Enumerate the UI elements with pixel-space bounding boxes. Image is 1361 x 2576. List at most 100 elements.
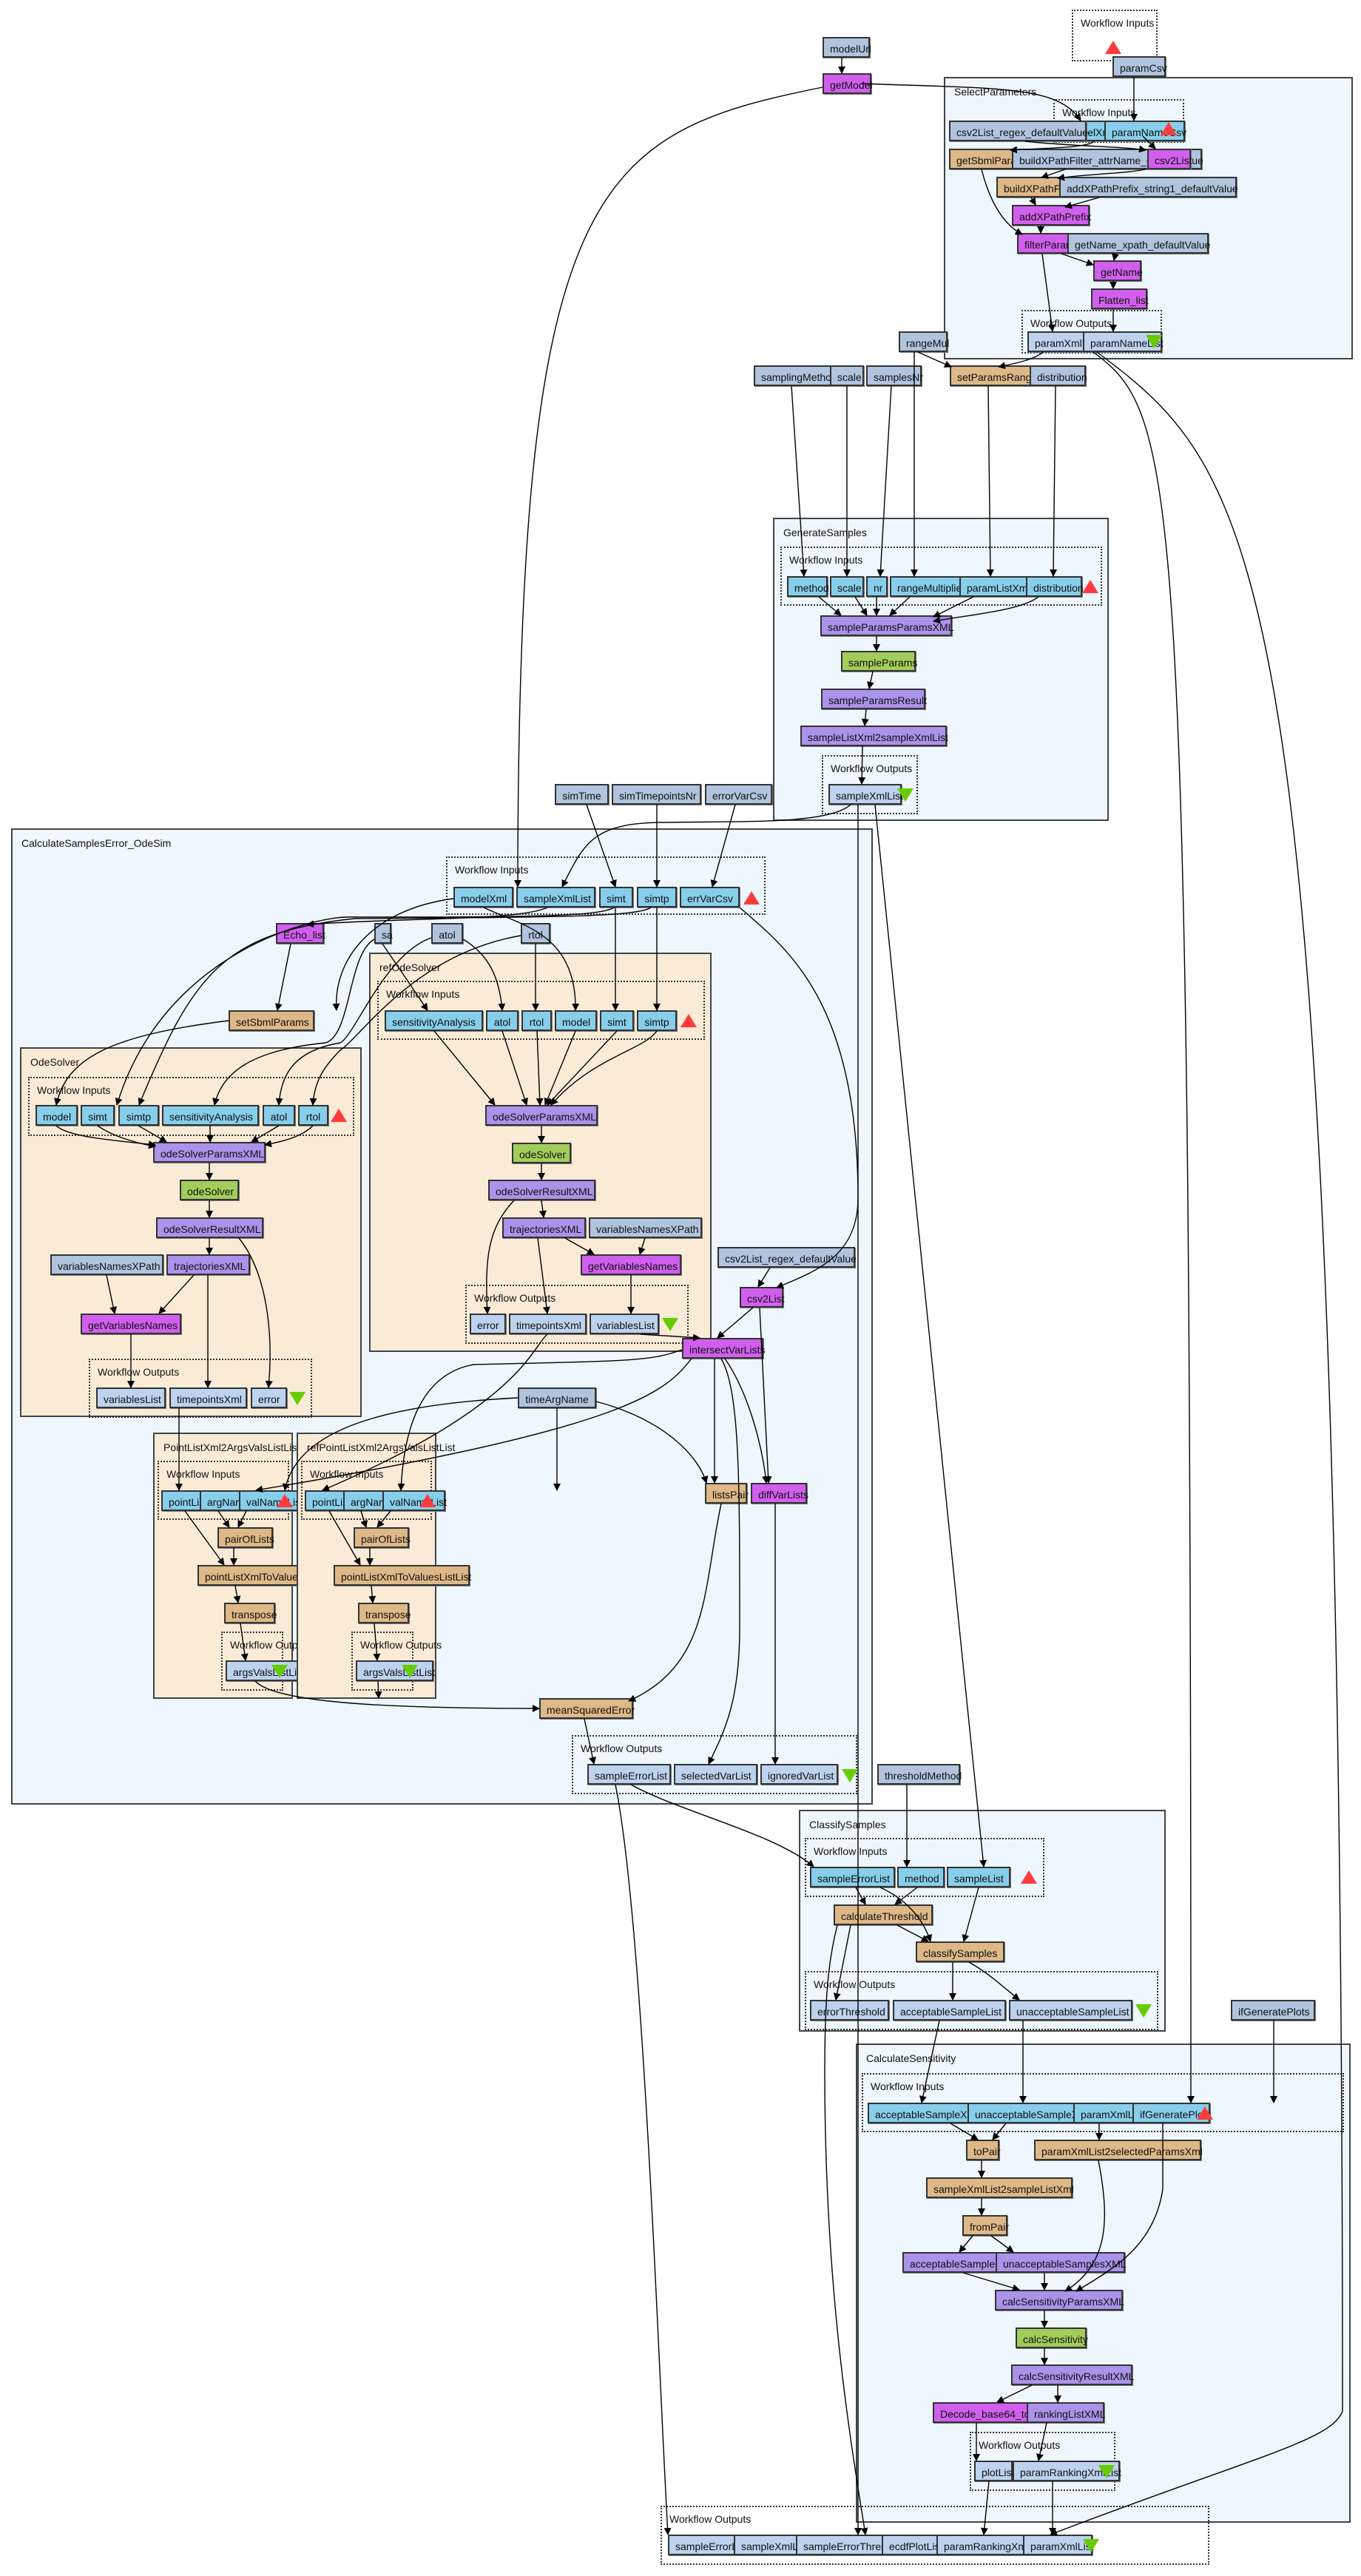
sp-node-getName[interactable]: getName bbox=[1093, 260, 1143, 281]
gs-input-paramListXml[interactable]: paramListXml bbox=[959, 576, 1030, 597]
ros-output-error[interactable]: error bbox=[470, 1314, 506, 1334]
gs-node-sampleParamsResult[interactable]: sampleParamsResult bbox=[821, 689, 927, 709]
csn-node-calcSensitivityParamsXML[interactable]: calcSensitivityParamsXML bbox=[995, 2290, 1124, 2310]
os-input-simt[interactable]: simt bbox=[81, 1105, 115, 1126]
node-simTimepointsNr[interactable]: simTimepointsNr bbox=[612, 784, 701, 805]
rpl-node-transpose[interactable]: transpose bbox=[358, 1603, 411, 1623]
cse-node-csv2List_regex_defaultValue[interactable]: csv2List_regex_defaultValue bbox=[717, 1247, 857, 1268]
ros-input-sensitivityAnalysis[interactable]: sensitivityAnalysis bbox=[385, 1010, 483, 1031]
os-output-variablesList[interactable]: variablesList bbox=[96, 1387, 166, 1408]
cs-input-sampleErrorList[interactable]: sampleErrorList bbox=[810, 1867, 895, 1887]
os-output-timepointsXml[interactable]: timepointsXml bbox=[169, 1387, 247, 1408]
csn-node-unacceptableSamplesXML[interactable]: unacceptableSamplesXML bbox=[996, 2252, 1127, 2273]
gs-input-scale[interactable]: scale bbox=[830, 576, 864, 597]
pl-node-transpose[interactable]: transpose bbox=[224, 1603, 277, 1623]
ros-input-simtp[interactable]: simtp bbox=[637, 1010, 677, 1031]
os-input-sensitivityAnalysis[interactable]: sensitivityAnalysis bbox=[162, 1105, 259, 1126]
cse-input-modelXml[interactable]: modelXml bbox=[453, 887, 513, 907]
cse-node-meanSquaredError[interactable]: meanSquaredError bbox=[539, 1698, 635, 1719]
node-rangeMul[interactable]: rangeMul bbox=[899, 331, 949, 352]
os-input-rtol[interactable]: rtol bbox=[298, 1105, 328, 1126]
node-scale[interactable]: scale bbox=[830, 365, 864, 386]
cse-input-simtp[interactable]: simtp bbox=[637, 887, 677, 907]
sp-node-csv2List_regex_defaultValue[interactable]: csv2List_regex_defaultValue bbox=[949, 121, 1088, 141]
csn-node-rankingListXML[interactable]: rankingListXML bbox=[1027, 2402, 1106, 2423]
ros-input-simt[interactable]: simt bbox=[600, 1010, 634, 1031]
cs-node-calculateThreshold[interactable]: calculateThreshold bbox=[834, 1904, 933, 1925]
cse-input-simt[interactable]: simt bbox=[599, 887, 633, 907]
ros-node-variablesNamesXPath[interactable]: variablesNamesXPath bbox=[589, 1217, 702, 1238]
rpl-input-valNameList[interactable]: valNameList bbox=[382, 1490, 447, 1511]
cse-output-sampleErrorList[interactable]: sampleErrorList bbox=[587, 1764, 671, 1785]
ros-node-odeSolver[interactable]: odeSolver bbox=[512, 1143, 571, 1163]
sp-node-getName_xpath_defaultValue[interactable]: getName_xpath_defaultValue bbox=[1067, 233, 1210, 254]
gs-node-sampleListXml2sampleXmlList[interactable]: sampleListXml2sampleXmlList bbox=[800, 726, 948, 746]
os-node-odeSolver[interactable]: odeSolver bbox=[180, 1180, 239, 1200]
sp-node-Flatten_list[interactable]: Flatten_list bbox=[1091, 288, 1149, 309]
cs-output-unacceptableSampleList[interactable]: unacceptableSampleList bbox=[1009, 2000, 1132, 2021]
cse-node-sa[interactable]: sa bbox=[374, 923, 393, 944]
os-input-model[interactable]: model bbox=[36, 1105, 78, 1126]
csn-node-fromPair[interactable]: fromPair bbox=[962, 2215, 1009, 2236]
sp-node-addXPathPrefix[interactable]: addXPathPrefix bbox=[1012, 205, 1091, 226]
node-ifGeneratePlots[interactable]: ifGeneratePlots bbox=[1231, 2000, 1315, 2021]
gs-input-nr[interactable]: nr bbox=[866, 576, 888, 597]
cse-node-listsPair[interactable]: listsPair bbox=[705, 1483, 749, 1504]
node-thresholdMethod[interactable]: thresholdMethod bbox=[877, 1764, 962, 1785]
cse-node-rtol[interactable]: rtol bbox=[521, 923, 550, 944]
ros-input-atol[interactable]: atol bbox=[486, 1010, 519, 1031]
final-output-paramXmlList[interactable]: paramXmlList bbox=[1023, 2535, 1094, 2555]
sp-node-csv2List[interactable]: csv2List bbox=[1147, 149, 1192, 169]
ros-node-odeSolverParamsXML[interactable]: odeSolverParamsXML bbox=[485, 1105, 598, 1126]
cs-output-acceptableSampleList[interactable]: acceptableSampleList bbox=[893, 2000, 1006, 2021]
cse-node-intersectVarLists[interactable]: intersectVarLists bbox=[682, 1338, 765, 1359]
cse-node-timeArgName[interactable]: timeArgName bbox=[518, 1387, 596, 1408]
cs-output-errorThreshold[interactable]: errorThreshold bbox=[810, 2000, 889, 2021]
ros-node-getVariablesNames[interactable]: getVariablesNames bbox=[581, 1254, 681, 1275]
cse-node-Echo_list[interactable]: Echo_list bbox=[276, 923, 325, 944]
ros-input-rtol[interactable]: rtol bbox=[521, 1010, 552, 1031]
ros-output-timepointsXml[interactable]: timepointsXml bbox=[509, 1314, 587, 1334]
rpl-output-argsValsListList[interactable]: argsValsListList bbox=[356, 1660, 435, 1681]
pl-output-argsValsListList[interactable]: argsValsListList bbox=[226, 1660, 305, 1681]
cse-node-setSbmlParams[interactable]: setSbmlParams bbox=[229, 1010, 314, 1031]
node-errorVarCsv[interactable]: errorVarCsv bbox=[705, 784, 772, 805]
pl-node-pairOfLists[interactable]: pairOfLists bbox=[217, 1527, 274, 1548]
node-modelUrl[interactable]: modelUrl bbox=[823, 37, 871, 58]
node-paramCsv[interactable]: paramCsv bbox=[1112, 56, 1167, 77]
node-samplesNr[interactable]: samplesNr bbox=[866, 365, 923, 386]
sp-node-addXPathPrefix_string1_defaultValue[interactable]: addXPathPrefix_string1_defaultValue bbox=[1059, 177, 1238, 197]
cs-input-method[interactable]: method bbox=[897, 1867, 945, 1887]
node-simTime[interactable]: simTime bbox=[555, 784, 609, 805]
csn-output-plotList[interactable]: plotList bbox=[974, 2461, 1014, 2481]
csn-node-paramXmlList2selectedParamsXml[interactable]: paramXmlList2selectedParamsXml bbox=[1034, 2140, 1203, 2160]
node-samplingMethod[interactable]: samplingMethod bbox=[754, 365, 837, 386]
os-input-atol[interactable]: atol bbox=[263, 1105, 295, 1126]
csn-node-calcSensitivityResultXML[interactable]: calcSensitivityResultXML bbox=[1011, 2364, 1134, 2385]
gs-node-sampleParamsParamsXML[interactable]: sampleParamsParamsXML bbox=[820, 615, 953, 636]
node-setParamsRange[interactable]: setParamsRange bbox=[950, 365, 1037, 386]
cse-input-sampleXmlList[interactable]: sampleXmlList bbox=[516, 887, 595, 907]
cse-output-selectedVarList[interactable]: selectedVarList bbox=[674, 1764, 757, 1785]
rpl-node-pointListXmlToValuesListList[interactable]: pointListXmlToValuesListList bbox=[334, 1565, 471, 1586]
gs-input-rangeMultiplier[interactable]: rangeMultiplier bbox=[890, 576, 965, 597]
cse-node-csv2List[interactable]: csv2List bbox=[740, 1287, 785, 1308]
cse-input-errVarCsv[interactable]: errVarCsv bbox=[680, 887, 740, 907]
ros-node-trajectoriesXML[interactable]: trajectoriesXML bbox=[502, 1217, 586, 1238]
gs-output-sampleXmlList[interactable]: sampleXmlList bbox=[828, 784, 903, 805]
os-node-trajectoriesXML[interactable]: trajectoriesXML bbox=[166, 1254, 250, 1275]
os-output-error[interactable]: error bbox=[251, 1387, 287, 1408]
gs-input-method[interactable]: method bbox=[787, 576, 829, 597]
gs-input-distribution[interactable]: distribution bbox=[1026, 576, 1084, 597]
cse-output-ignoredVarList[interactable]: ignoredVarList bbox=[760, 1764, 838, 1785]
os-node-odeSolverParamsXML[interactable]: odeSolverParamsXML bbox=[153, 1142, 266, 1163]
os-node-getVariablesNames[interactable]: getVariablesNames bbox=[81, 1314, 181, 1334]
cs-node-classifySamples[interactable]: classifySamples bbox=[916, 1941, 1004, 1962]
final-output-sampleErrorList[interactable]: sampleErrorList bbox=[668, 2535, 748, 2555]
os-node-variablesNamesXPath[interactable]: variablesNamesXPath bbox=[50, 1254, 163, 1275]
ros-node-odeSolverResultXML[interactable]: odeSolverResultXML bbox=[488, 1180, 595, 1200]
gs-node-sampleParams[interactable]: sampleParams bbox=[841, 651, 917, 672]
final-output-ecdfPlotList[interactable]: ecdfPlotList bbox=[882, 2535, 942, 2555]
csn-node-toPair[interactable]: toPair bbox=[966, 2140, 1001, 2160]
cse-node-atol[interactable]: atol bbox=[431, 923, 463, 944]
